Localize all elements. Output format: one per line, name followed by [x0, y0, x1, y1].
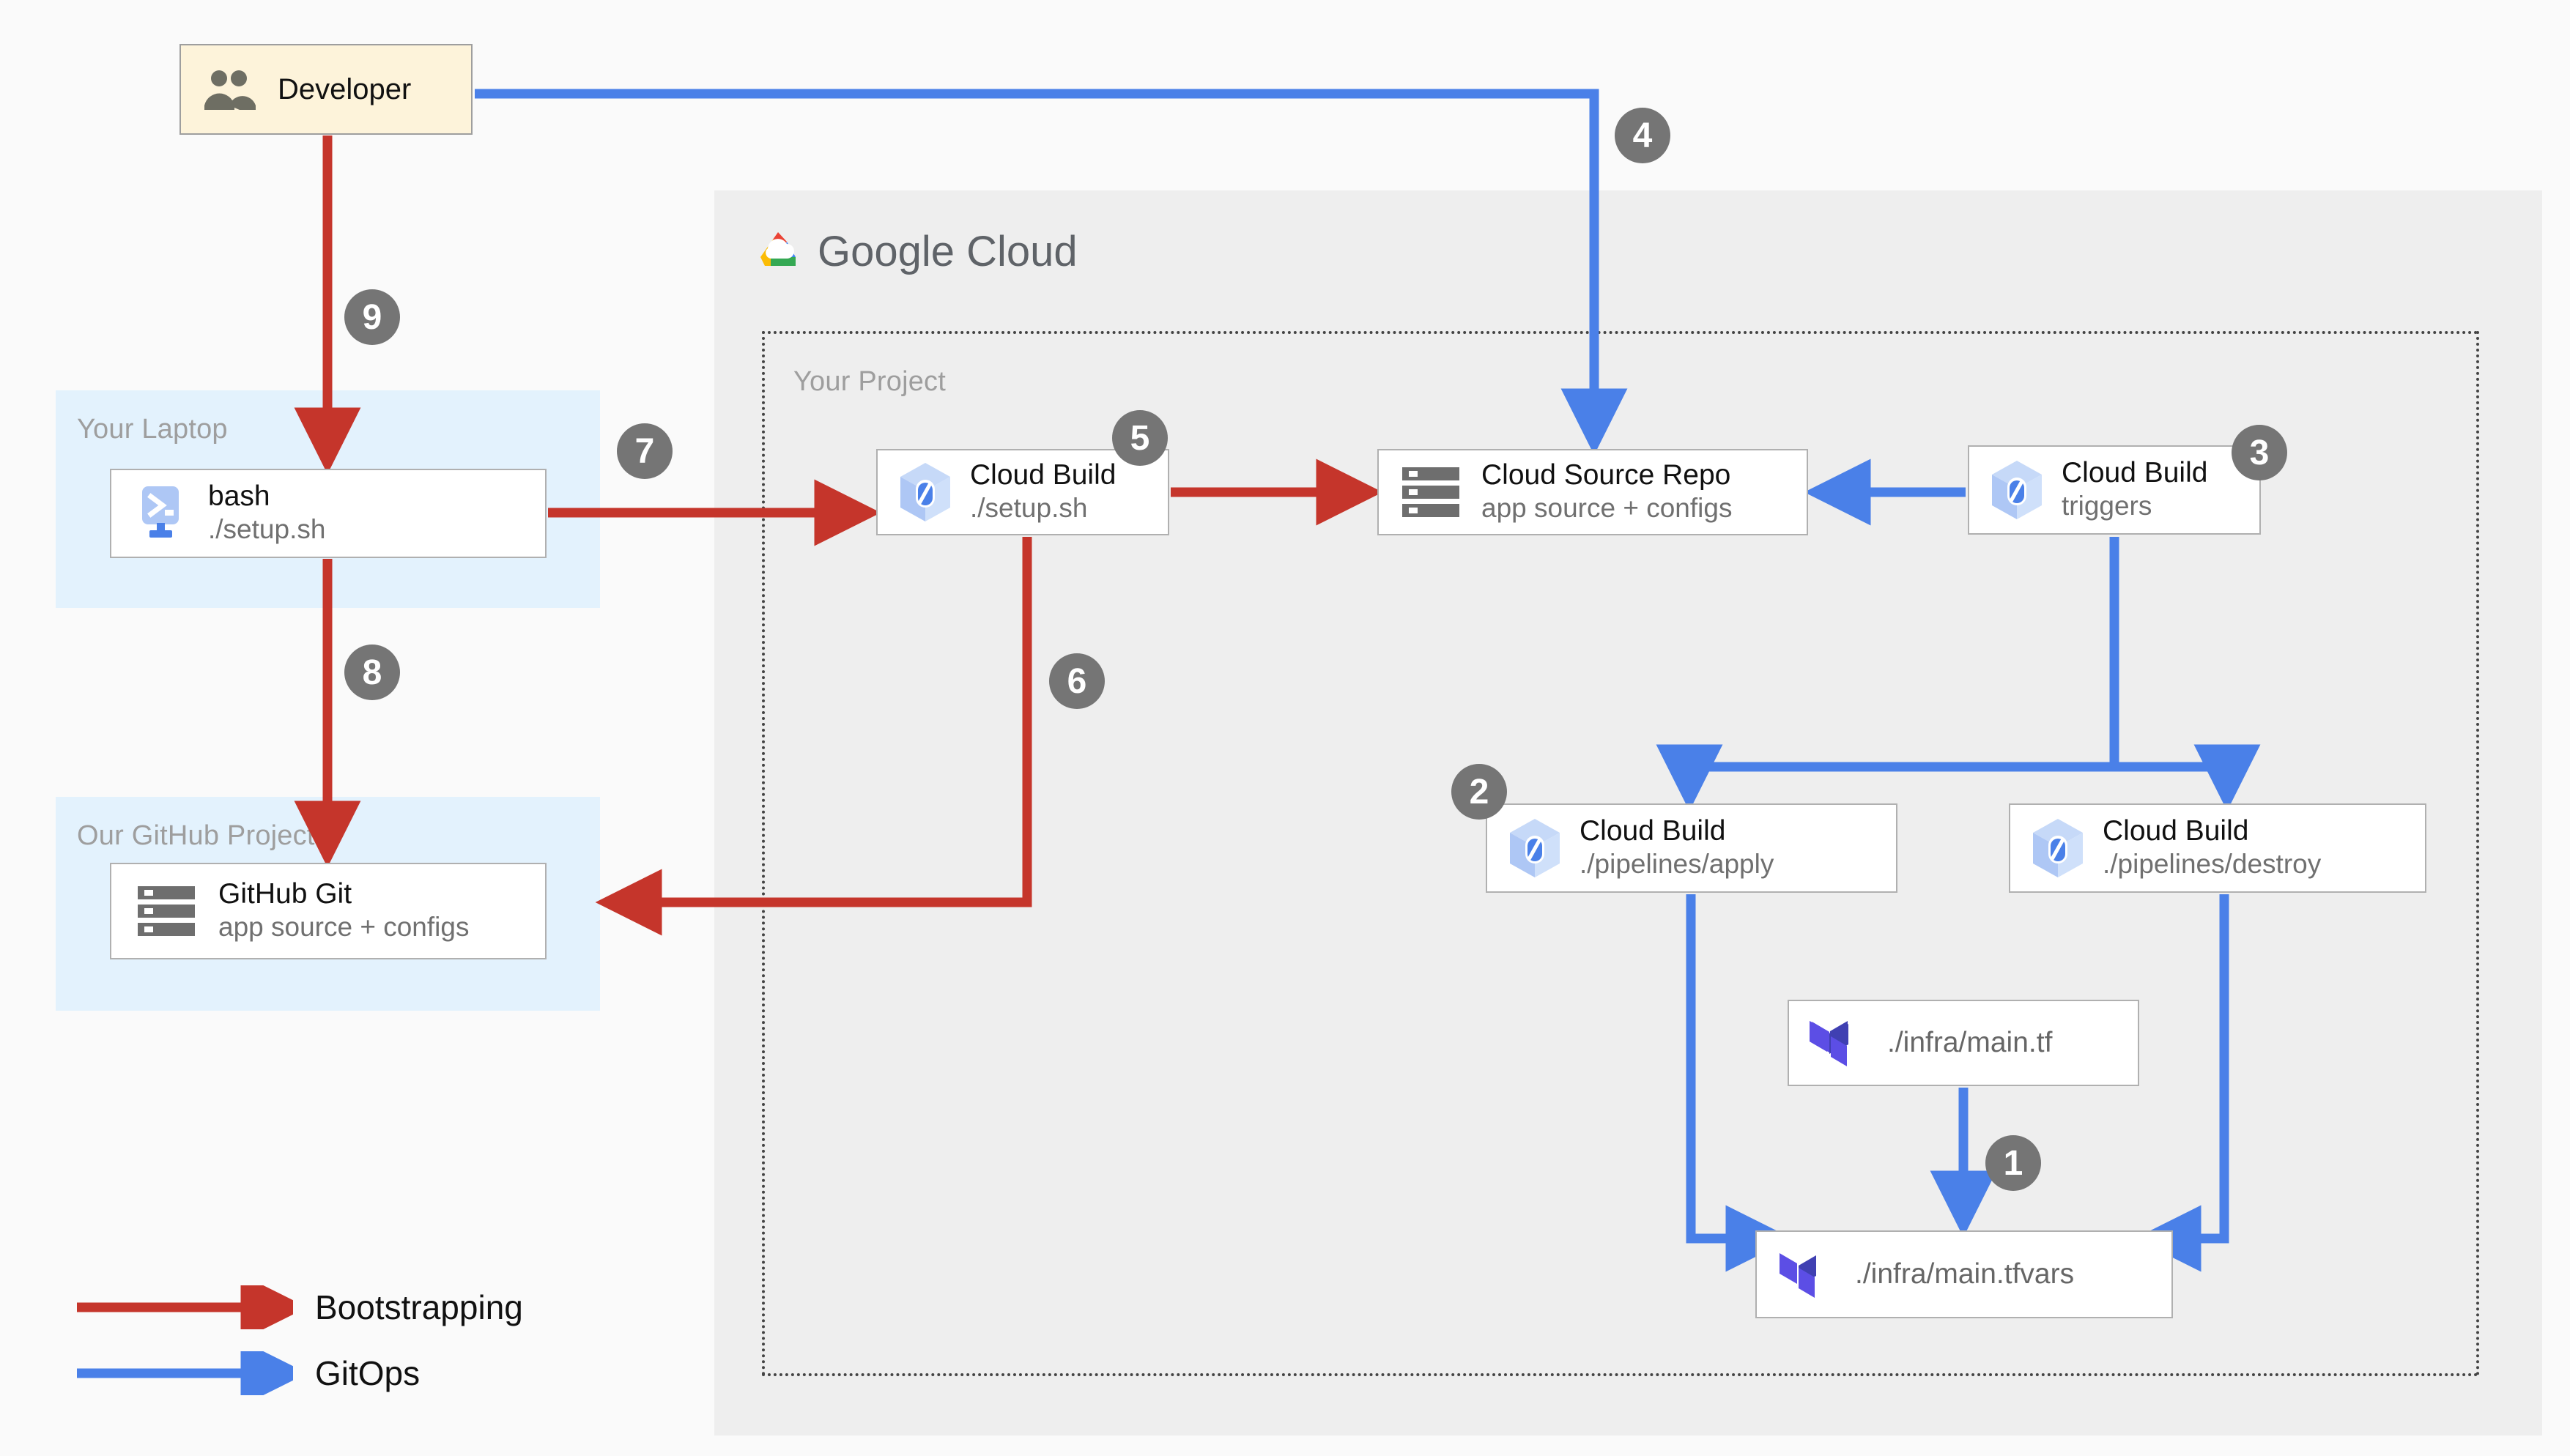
repository-icon [136, 883, 196, 939]
node-cloud-source-repo-text: Cloud Source Repo app source + configs [1481, 459, 1732, 524]
node-cloud-build-destroy-subtitle: ./pipelines/destroy [2103, 849, 2322, 880]
node-cloud-build-setup-text: Cloud Build ./setup.sh [970, 459, 1116, 524]
node-cloud-build-apply-title: Cloud Build [1580, 815, 1726, 847]
people-icon [203, 69, 257, 110]
node-github-git-subtitle: app source + configs [218, 912, 470, 943]
terraform-icon [1776, 1244, 1827, 1305]
badge-1: 1 [1985, 1135, 2041, 1191]
legend-label-gitops: GitOps [315, 1354, 421, 1392]
node-github-git[interactable]: GitHub Git app source + configs [110, 863, 547, 959]
badge-4: 4 [1615, 108, 1670, 163]
node-developer-text: Developer [278, 73, 411, 106]
node-github-git-title: GitHub Git [218, 878, 352, 910]
node-bash[interactable]: bash ./setup.sh [110, 469, 547, 558]
our-github-project-label: Our GitHub Project [77, 820, 315, 851]
badge-5: 5 [1112, 410, 1168, 466]
node-main-tf-title: ./infra/main.tf [1887, 1027, 2053, 1058]
node-main-tf-text: ./infra/main.tf [1887, 1027, 2052, 1059]
node-developer[interactable]: Developer [179, 44, 473, 135]
your-project-label: Your Project [793, 366, 947, 397]
node-bash-text: bash ./setup.sh [208, 480, 325, 546]
badge-7: 7 [617, 423, 673, 479]
terraform-icon [1808, 1012, 1859, 1074]
badge-3: 3 [2232, 425, 2287, 480]
node-main-tfvars-title: ./infra/main.tfvars [1855, 1258, 2075, 1290]
legend-item-bootstrapping: Bootstrapping [73, 1274, 523, 1340]
node-cloud-build-apply-text: Cloud Build ./pipelines/apply [1580, 815, 1774, 880]
cloud-build-icon [1506, 817, 1563, 880]
legend-label-bootstrapping: Bootstrapping [315, 1288, 523, 1326]
badge-8: 8 [344, 645, 400, 700]
node-cloud-build-triggers[interactable]: Cloud Build triggers [1968, 445, 2261, 535]
legend-item-gitops: GitOps [73, 1340, 523, 1406]
google-cloud-wordmark: Google Cloud [818, 227, 1078, 276]
node-cloud-build-apply-subtitle: ./pipelines/apply [1580, 849, 1774, 880]
node-cloud-source-repo[interactable]: Cloud Source Repo app source + configs [1377, 449, 1808, 535]
badge-2: 2 [1451, 764, 1507, 820]
node-cloud-build-destroy[interactable]: Cloud Build ./pipelines/destroy [2009, 803, 2426, 893]
node-cloud-build-destroy-title: Cloud Build [2103, 815, 2249, 847]
node-cloud-build-triggers-subtitle: triggers [2062, 491, 2152, 521]
cloud-build-icon [1988, 458, 2045, 521]
blue-arrow-icon [77, 1351, 293, 1395]
node-main-tfvars-text: ./infra/main.tfvars [1855, 1258, 2074, 1290]
node-cloud-build-triggers-text: Cloud Build triggers [2062, 457, 2207, 522]
badge-6: 6 [1049, 653, 1105, 709]
node-cloud-build-destroy-text: Cloud Build ./pipelines/destroy [2103, 815, 2321, 880]
red-arrow-icon [77, 1285, 293, 1329]
brand-name-bold: Google [818, 228, 955, 275]
node-cloud-source-repo-title: Cloud Source Repo [1481, 459, 1731, 491]
node-cloud-build-setup-subtitle: ./setup.sh [970, 493, 1088, 524]
terminal-icon [133, 485, 188, 542]
node-cloud-build-apply[interactable]: Cloud Build ./pipelines/apply [1486, 803, 1897, 893]
node-cloud-build-setup[interactable]: Cloud Build ./setup.sh [876, 449, 1169, 535]
cloud-build-icon [2029, 817, 2086, 880]
node-bash-subtitle: ./setup.sh [208, 514, 326, 545]
brand-name-light: Cloud [955, 228, 1078, 275]
legend: Bootstrapping GitOps [73, 1274, 523, 1406]
google-cloud-logo-icon [755, 229, 801, 274]
your-laptop-label: Your Laptop [77, 414, 228, 445]
node-developer-title: Developer [278, 73, 412, 105]
node-cloud-build-setup-title: Cloud Build [970, 459, 1116, 491]
node-github-git-text: GitHub Git app source + configs [218, 878, 469, 943]
cloud-build-icon [897, 461, 954, 524]
node-bash-title: bash [208, 480, 270, 513]
repository-icon [1401, 464, 1461, 520]
badge-9: 9 [344, 289, 400, 345]
node-main-tf[interactable]: ./infra/main.tf [1788, 1000, 2139, 1086]
node-main-tfvars[interactable]: ./infra/main.tfvars [1755, 1230, 2173, 1318]
google-cloud-brand: Google Cloud [755, 227, 1078, 276]
node-cloud-source-repo-subtitle: app source + configs [1481, 493, 1733, 524]
node-cloud-build-triggers-title: Cloud Build [2062, 457, 2208, 489]
